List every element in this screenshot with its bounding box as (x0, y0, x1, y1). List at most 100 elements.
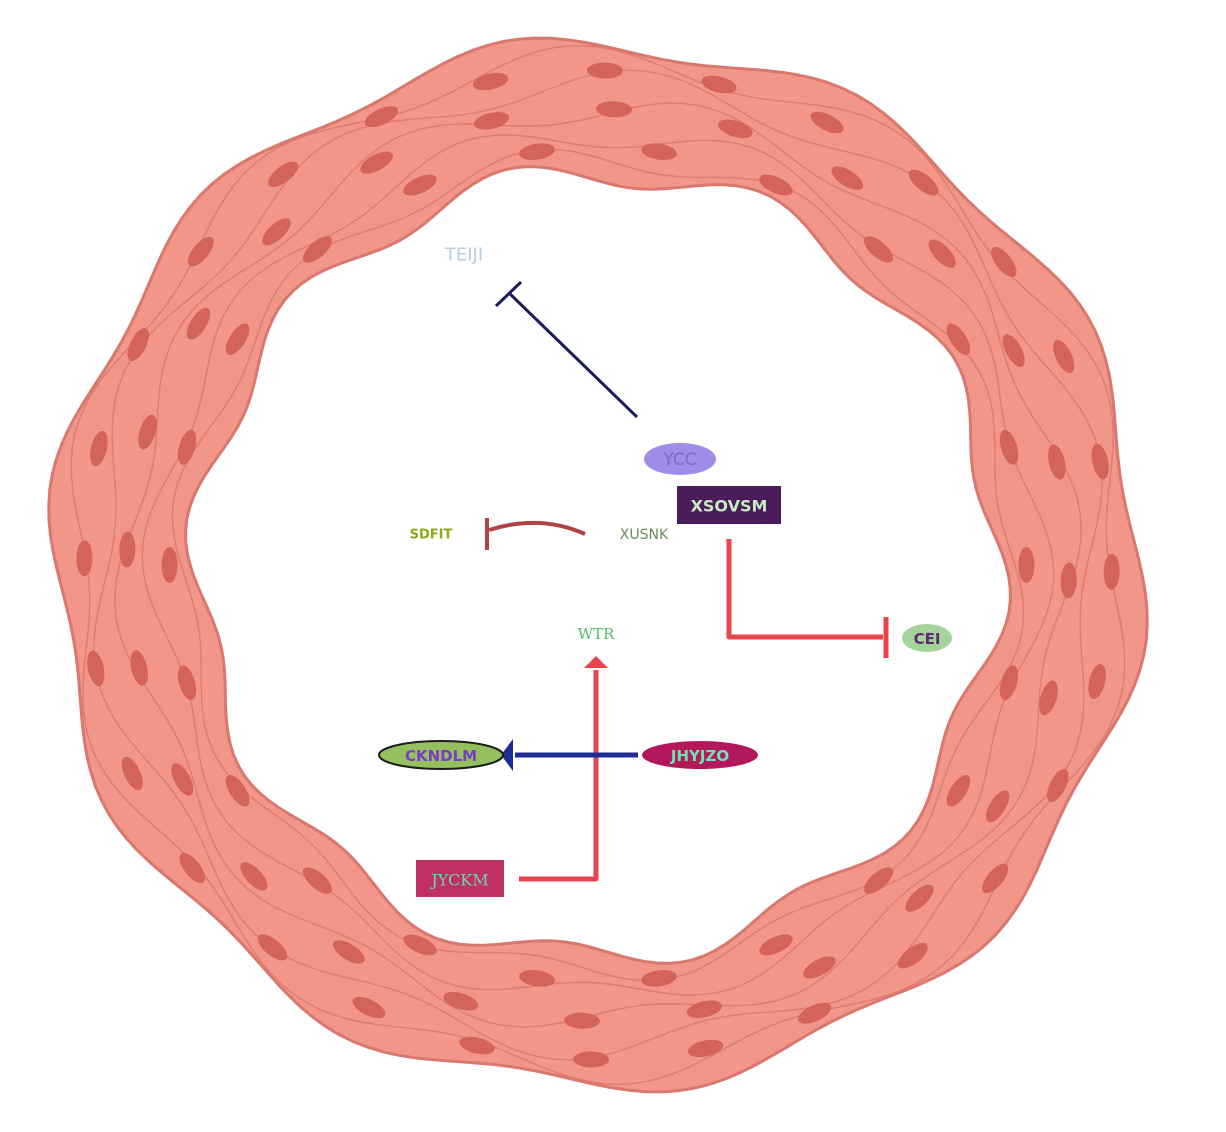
cell-nucleus (831, 166, 864, 190)
cell-membrane (141, 134, 1055, 996)
cell-nucleus (332, 940, 365, 964)
node-jhyjzo-shape (642, 741, 758, 769)
cell-nucleus (187, 236, 214, 267)
cell-nucleus (985, 790, 1010, 823)
node-sdfit: SDFIT (410, 528, 453, 543)
inhibition-curve (488, 520, 586, 536)
cell-nucleus (586, 62, 623, 79)
node-ckndlm: CKNDLM (378, 740, 504, 770)
cell-nucleus (268, 161, 299, 188)
cell-nucleus (701, 75, 737, 94)
cell-nucleus (908, 169, 939, 196)
cell-nucleus (999, 429, 1019, 465)
cell-nucleus (262, 218, 291, 246)
cell-nucleus (1103, 553, 1120, 590)
cell-nucleus (179, 852, 205, 884)
cell-nucleus (76, 540, 93, 577)
node-cei: CEI (902, 624, 952, 652)
cell-nucleus (991, 246, 1017, 278)
cell-nucleus (472, 72, 509, 91)
inhibition-line (507, 291, 639, 419)
cell-nucleus (1053, 339, 1075, 374)
cell-nucleus (360, 151, 393, 174)
cell-nucleus (240, 862, 268, 891)
node-jhyjzo: JHYJZO (642, 741, 758, 769)
edge-jhyjzo-ckndlm (501, 739, 638, 771)
cell-nucleus (519, 143, 555, 161)
node-xsovsm: XSOVSM (677, 486, 781, 524)
cell-nucleus (364, 106, 399, 128)
node-jhyjzo-label: JHYJZO (670, 747, 729, 765)
edge-xsovsm-cei (726, 539, 889, 658)
edge-jyckm-wtr (519, 656, 608, 882)
cell-nucleus (186, 307, 211, 340)
cell-nucleus (225, 323, 250, 355)
cell-nucleus (1039, 680, 1058, 716)
cell-nucleus (171, 763, 194, 796)
inhibition-line (726, 539, 883, 640)
cell-nucleus (573, 1051, 610, 1068)
cell-nucleus (119, 531, 136, 568)
cell-membrane (114, 102, 1082, 1028)
cell-nucleus (1018, 547, 1035, 583)
cell-nucleus (999, 665, 1019, 701)
cell-nuclei (76, 62, 1120, 1068)
node-xsovsm-shape (677, 486, 781, 524)
arrowhead (584, 656, 608, 668)
cell-nucleus (759, 174, 793, 196)
cell-nucleus (946, 323, 971, 355)
node-ycc-shape (644, 443, 716, 475)
node-ckndlm-shape (378, 740, 504, 770)
node-ycc-label: YCC (662, 450, 696, 470)
node-xusnk: XUSNK (620, 527, 669, 543)
cell-nucleus (443, 991, 479, 1011)
cell-nucleus (1088, 663, 1106, 700)
cell-nucleus (403, 174, 437, 196)
cell-nucleus (302, 867, 333, 894)
cell-nucleus (177, 429, 197, 465)
cell-nucleus (810, 111, 844, 134)
cell-nucleus (302, 236, 333, 263)
cell-nucleus (686, 1000, 723, 1018)
cell-nucleus (130, 650, 148, 686)
cell-nucleus (403, 934, 437, 956)
node-teiji: TEIJI (444, 245, 483, 266)
node-jyckm-label: JYCKM (429, 871, 488, 890)
cell-nucleus (982, 863, 1009, 894)
cell-nucleus (90, 430, 108, 467)
edge-xusnk-sdfit (485, 518, 586, 550)
cell-nucleus (564, 1012, 600, 1029)
activation-line (519, 670, 599, 882)
cell-nucleus (473, 112, 510, 130)
cell-nucleus (121, 756, 143, 791)
cell-nucleus (717, 119, 753, 139)
cell-nucleus (1048, 444, 1066, 480)
cell-membrane (171, 148, 1025, 982)
node-cei-shape (902, 624, 952, 652)
cell-ring-body (47, 36, 1149, 1094)
node-jyckm-shape (416, 860, 504, 897)
cell-ring (47, 36, 1149, 1094)
cell-nucleus (1002, 334, 1025, 367)
cell-nucleus (797, 1002, 832, 1024)
cell-nucleus (459, 1036, 495, 1055)
node-jyckm: JYCKM (416, 860, 504, 897)
cell-nucleus (161, 547, 178, 583)
cell-nucleus (641, 143, 677, 161)
cell-nucleus (928, 239, 956, 268)
node-ckndlm-label: CKNDLM (405, 747, 477, 765)
cell-nucleus (596, 101, 632, 118)
arrowhead (501, 739, 513, 771)
cell-nucleus (177, 665, 197, 701)
cell-nucleus (905, 884, 934, 912)
node-xsovsm-label: XSOVSM (691, 497, 768, 516)
cell-nucleus (946, 775, 971, 807)
cell-nucleus (803, 956, 836, 979)
cell-nucleus (127, 328, 150, 361)
cell-nucleus (863, 867, 894, 894)
cell-nucleus (352, 996, 386, 1019)
cell-membrane (93, 69, 1103, 1061)
edge-ycc-teiji (494, 280, 639, 419)
cell-nucleus (257, 934, 288, 961)
